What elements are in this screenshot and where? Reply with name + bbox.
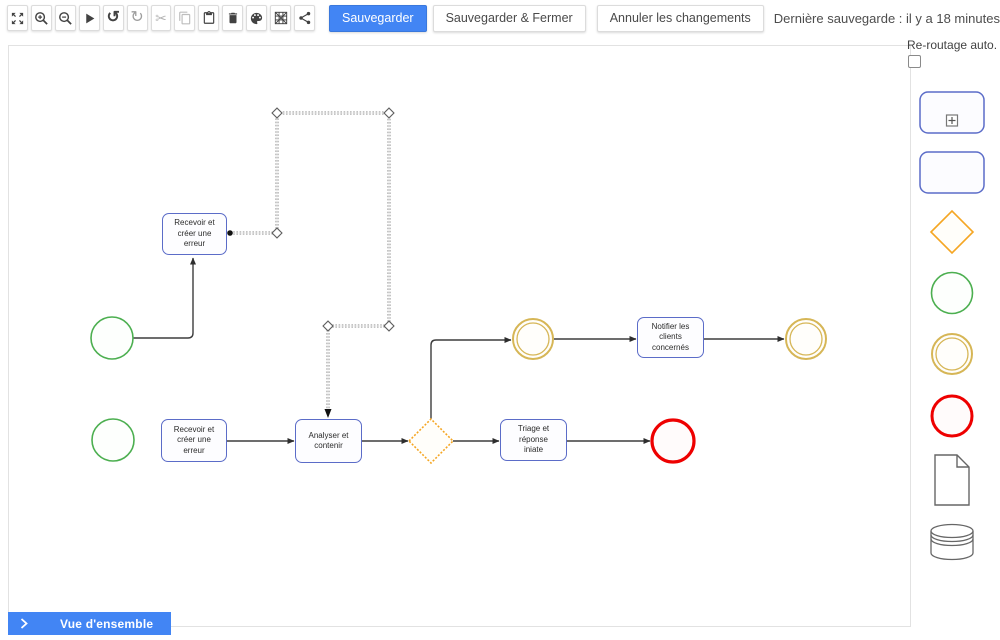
palette-document[interactable] [934,454,970,506]
task-label: Notifier les clients concernés [651,321,690,352]
task-analyze-contain[interactable]: Analyser et contenir [295,419,362,463]
edge-source-handle[interactable] [227,230,233,236]
play-icon [83,12,96,25]
palette-database[interactable] [930,523,974,561]
zoom-in-button[interactable] [30,5,52,31]
delete-button[interactable] [222,5,244,31]
redo-button[interactable]: ↻ [126,5,148,31]
trash-icon [226,11,240,25]
task-label: Recevoir et créer une erreur [174,218,215,249]
edge-waypoint-handle[interactable] [322,320,334,332]
overview-label: Vue d'ensemble [60,616,154,631]
zoom-out-icon [58,11,73,26]
edge-waypoint-handle[interactable] [271,107,283,119]
task-receive-error-top[interactable]: Recevoir et créer une erreur [162,213,227,255]
end-event-red[interactable] [650,418,696,464]
palette-icon [249,11,264,26]
task-label: Recevoir et créer une erreur [173,424,215,455]
copy-icon [178,11,192,25]
scissors-icon: ✂ [155,10,167,26]
task-notify-clients[interactable]: Notifier les clients concernés [637,317,704,358]
auto-reroute-checkbox[interactable] [908,55,921,68]
style-button[interactable] [246,5,268,31]
overview-toggle-button[interactable]: Vue d'ensemble [8,612,171,635]
shape-palette [919,91,985,561]
edge-waypoint-handle[interactable] [271,227,283,239]
start-event-green-1[interactable] [90,316,134,360]
palette-gateway[interactable] [929,209,975,255]
save-button[interactable]: Sauvegarder [328,4,427,32]
intermediate-event-yellow-1[interactable] [512,318,554,360]
share-icon [298,11,312,25]
edge-waypoint-handle[interactable] [383,107,395,119]
gateway-diamond[interactable] [407,417,455,465]
save-and-close-button[interactable]: Sauvegarder & Fermer [432,4,586,32]
grid-button[interactable] [270,5,292,31]
task-label: Analyser et contenir [308,430,349,450]
edge-waypoint-handle[interactable] [383,320,395,332]
paste-button[interactable] [198,5,220,31]
edge-start1-to-receive-top[interactable] [133,257,196,339]
undo-button[interactable]: ↺ [102,5,124,31]
task-receive-error-bottom[interactable]: Recevoir et créer une erreur [161,419,227,462]
run-button[interactable] [78,5,100,31]
task-label: Triage et réponse iniate [517,424,550,455]
start-event-green-2[interactable] [91,418,135,462]
fit-to-screen-icon [10,11,25,26]
palette-task-subprocess[interactable] [919,91,985,134]
share-button[interactable] [294,5,315,31]
fit-to-screen-button[interactable] [7,5,28,31]
cancel-changes-button[interactable]: Annuler les changements [596,4,764,32]
zoom-out-button[interactable] [54,5,76,31]
copy-button[interactable] [174,5,196,31]
palette-event-green[interactable] [930,271,974,315]
chevron-right-icon [20,618,28,629]
last-save-status: Dernière sauvegarde : il y a 18 minutes [773,10,1000,26]
grid-icon [274,11,288,25]
palette-event-red[interactable] [930,394,974,438]
intermediate-event-yellow-2[interactable] [785,318,827,360]
diagram-canvas[interactable] [8,45,911,627]
toolbar: ↺ ↻ ✂ Sauvegarder Sauvegarder & Fermer A… [0,0,1000,36]
cut-button[interactable]: ✂ [150,5,172,31]
zoom-in-icon [34,11,49,26]
redo-icon: ↻ [130,9,144,26]
paste-icon [202,11,216,25]
edge-gateway-to-intermediate1[interactable] [430,337,512,419]
undo-icon: ↺ [106,9,120,26]
palette-event-yellow[interactable] [931,333,973,375]
auto-reroute-label: Re-routage auto. [907,38,998,52]
palette-task[interactable] [919,151,985,194]
task-triage-response[interactable]: Triage et réponse iniate [500,419,567,461]
selected-edge[interactable] [227,107,395,418]
